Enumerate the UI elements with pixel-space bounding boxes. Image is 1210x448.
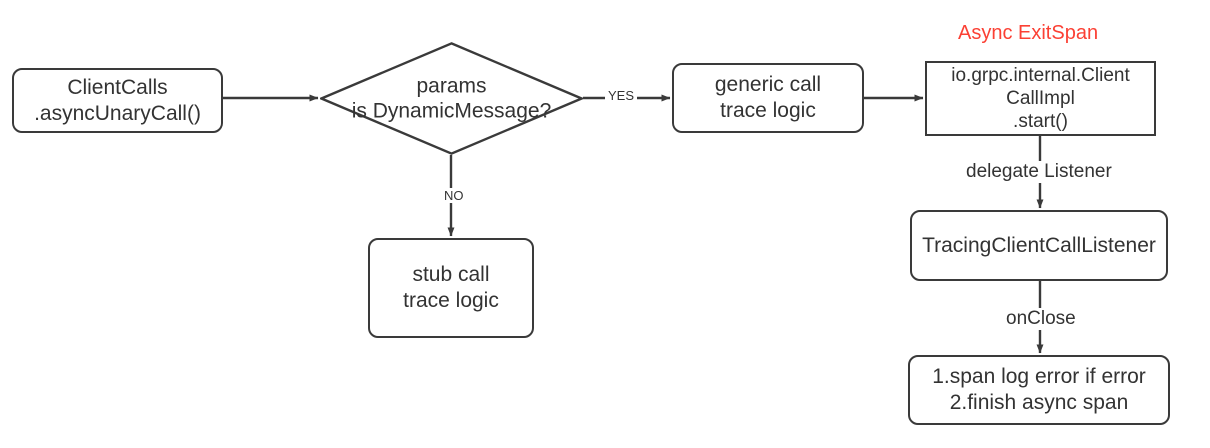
node-finish-async-span[interactable]: 1.span log error if error 2.finish async… — [908, 355, 1170, 425]
node-generic-call-trace-logic[interactable]: generic call trace logic — [672, 63, 864, 133]
annotation-async-exitspan: Async ExitSpan — [958, 22, 1099, 44]
edge-label-yes: YES — [605, 88, 638, 103]
node-tracing-listener-label: TracingClientCallListener — [922, 233, 1156, 257]
node-stub-call-label: stub call trace logic — [403, 263, 499, 312]
node-finish-span-label: 1.span log error if error 2.finish async… — [932, 365, 1146, 414]
node-generic-call-label: generic call trace logic — [714, 73, 822, 122]
edge-label-no: NO — [441, 188, 467, 203]
node-client-calls-label: ClientCalls .asyncUnaryCall() — [34, 75, 201, 125]
node-stub-call-trace-logic[interactable]: stub call trace logic — [368, 238, 534, 338]
diamond-shape-icon — [320, 42, 583, 155]
node-client-calls[interactable]: ClientCalls .asyncUnaryCall() — [12, 68, 223, 133]
edge-label-onclose: onClose — [1003, 308, 1079, 330]
node-tracing-client-call-listener[interactable]: TracingClientCallListener — [910, 210, 1168, 281]
node-grpc-clientcallimpl-start[interactable]: io.grpc.internal.Client CallImpl .start(… — [925, 61, 1156, 136]
node-decision-label: params is DynamicMessage? — [351, 73, 552, 123]
edge-label-delegate-listener: delegate Listener — [963, 161, 1115, 183]
node-grpc-start-label: io.grpc.internal.Client CallImpl .start(… — [951, 64, 1130, 133]
node-decision-params-is-dynamicmessage[interactable]: params is DynamicMessage? — [320, 42, 583, 155]
